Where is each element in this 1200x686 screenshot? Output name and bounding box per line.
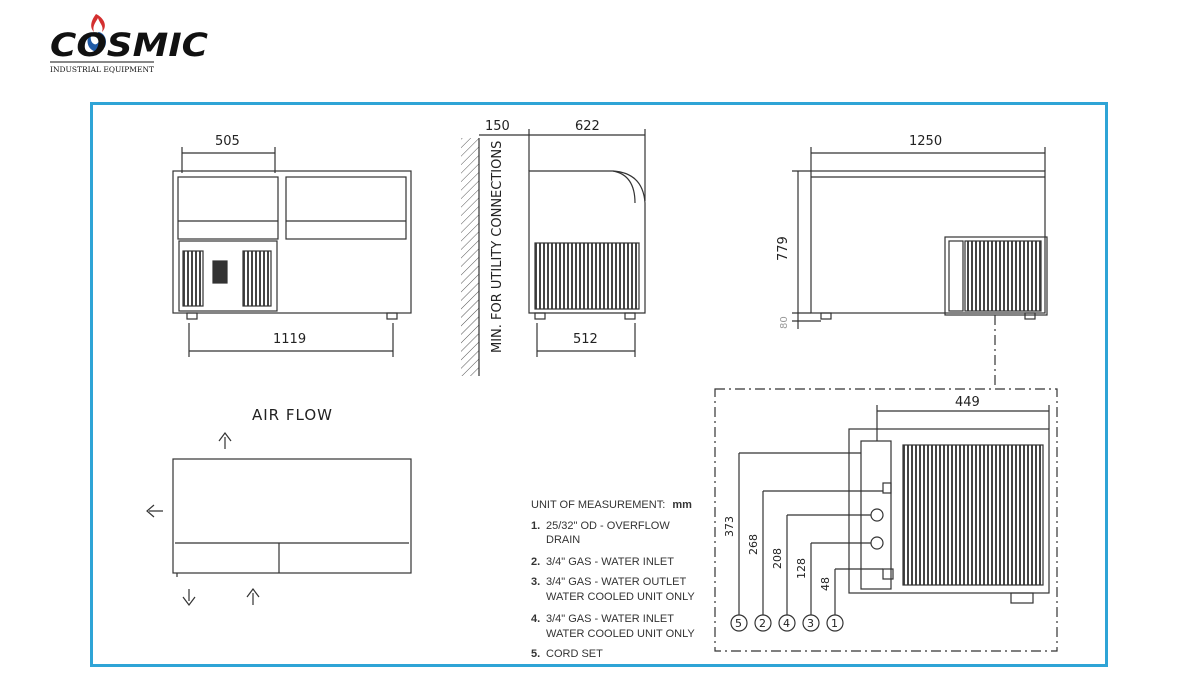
rear-view bbox=[792, 147, 1048, 387]
callout-2: 2 bbox=[759, 617, 766, 630]
detail-view bbox=[714, 388, 1058, 652]
dim-rear-width: 1250 bbox=[909, 134, 942, 149]
dim-side-clearance: 150 bbox=[485, 119, 510, 134]
legend-item: 2. 3/4" GAS - WATER INLET bbox=[531, 556, 674, 568]
dim-height-48: 48 bbox=[819, 577, 832, 591]
svg-text:3/4" GAS - WATER INLET: 3/4" GAS - WATER INLET bbox=[546, 613, 674, 625]
arrow-down-icon bbox=[182, 589, 196, 606]
svg-text:5.: 5. bbox=[531, 648, 540, 660]
legend-item: 5. CORD SET bbox=[531, 648, 603, 660]
dim-side-depth-bottom: 512 bbox=[573, 332, 598, 347]
callout-1: 1 bbox=[831, 617, 838, 630]
svg-text:4.: 4. bbox=[531, 613, 540, 625]
dim-height-373: 373 bbox=[723, 516, 736, 537]
side-clearance-note: MIN. FOR UTILITY CONNECTIONS bbox=[490, 141, 505, 353]
flame-icon bbox=[87, 14, 106, 52]
drawing-frame: 505 1119 150 622 512 MIN. FOR UTILITY CO… bbox=[90, 102, 1108, 667]
top-view bbox=[172, 458, 412, 577]
detail-callouts: 5 2 4 3 1 bbox=[735, 617, 838, 630]
side-view bbox=[461, 129, 646, 376]
svg-text:1.: 1. bbox=[531, 520, 540, 532]
logo-brand: COSMIC bbox=[50, 26, 209, 64]
svg-text:WATER COOLED UNIT ONLY: WATER COOLED UNIT ONLY bbox=[546, 591, 695, 603]
technical-drawing: 505 1119 150 622 512 MIN. FOR UTILITY CO… bbox=[146, 119, 1058, 660]
svg-text:WATER COOLED UNIT ONLY: WATER COOLED UNIT ONLY bbox=[546, 628, 695, 640]
dim-front-width-bottom: 1119 bbox=[273, 332, 306, 347]
detail-height-labels: 373 268 208 128 48 bbox=[723, 516, 832, 591]
dim-side-depth-top: 622 bbox=[575, 119, 600, 134]
svg-text:3/4" GAS - WATER INLET: 3/4" GAS - WATER INLET bbox=[546, 556, 674, 568]
dim-height-208: 208 bbox=[771, 548, 784, 569]
dim-height-128: 128 bbox=[795, 558, 808, 579]
callout-4: 4 bbox=[783, 617, 790, 630]
dim-rear-leg: 80 bbox=[779, 316, 790, 329]
callout-3: 3 bbox=[807, 617, 814, 630]
dim-front-width-top: 505 bbox=[215, 134, 240, 149]
air-flow-title: AIR FLOW bbox=[252, 406, 333, 424]
airflow-arrows bbox=[146, 432, 260, 606]
arrow-left-icon bbox=[146, 504, 163, 518]
logo-tagline: INDUSTRIAL EQUIPMENT bbox=[50, 66, 154, 74]
legend: UNIT OF MEASUREMENT: mm 1. 25/32" OD - O… bbox=[531, 499, 695, 660]
front-view bbox=[172, 147, 412, 357]
svg-text:3/4" GAS - WATER OUTLET: 3/4" GAS - WATER OUTLET bbox=[546, 576, 686, 588]
svg-text:25/32" OD - OVERFLOW: 25/32" OD - OVERFLOW bbox=[546, 520, 670, 532]
svg-text:CORD SET: CORD SET bbox=[546, 648, 603, 660]
svg-text:2.: 2. bbox=[531, 556, 540, 568]
dim-rear-height: 779 bbox=[776, 236, 791, 261]
arrow-up-icon bbox=[218, 432, 232, 449]
legend-item: 4. 3/4" GAS - WATER INLET WATER COOLED U… bbox=[531, 613, 695, 640]
svg-text:3.: 3. bbox=[531, 576, 540, 588]
dim-detail-width: 449 bbox=[955, 395, 980, 410]
legend-title: UNIT OF MEASUREMENT: mm bbox=[531, 499, 692, 511]
svg-text:DRAIN: DRAIN bbox=[546, 534, 580, 546]
dim-height-268: 268 bbox=[747, 534, 760, 555]
callout-5: 5 bbox=[735, 617, 742, 630]
company-logo: COSMIC INDUSTRIAL EQUIPMENT bbox=[50, 14, 209, 74]
legend-item: 3. 3/4" GAS - WATER OUTLET WATER COOLED … bbox=[531, 576, 695, 603]
arrow-up-icon bbox=[246, 588, 260, 605]
legend-item: 1. 25/32" OD - OVERFLOW DRAIN bbox=[531, 520, 670, 546]
